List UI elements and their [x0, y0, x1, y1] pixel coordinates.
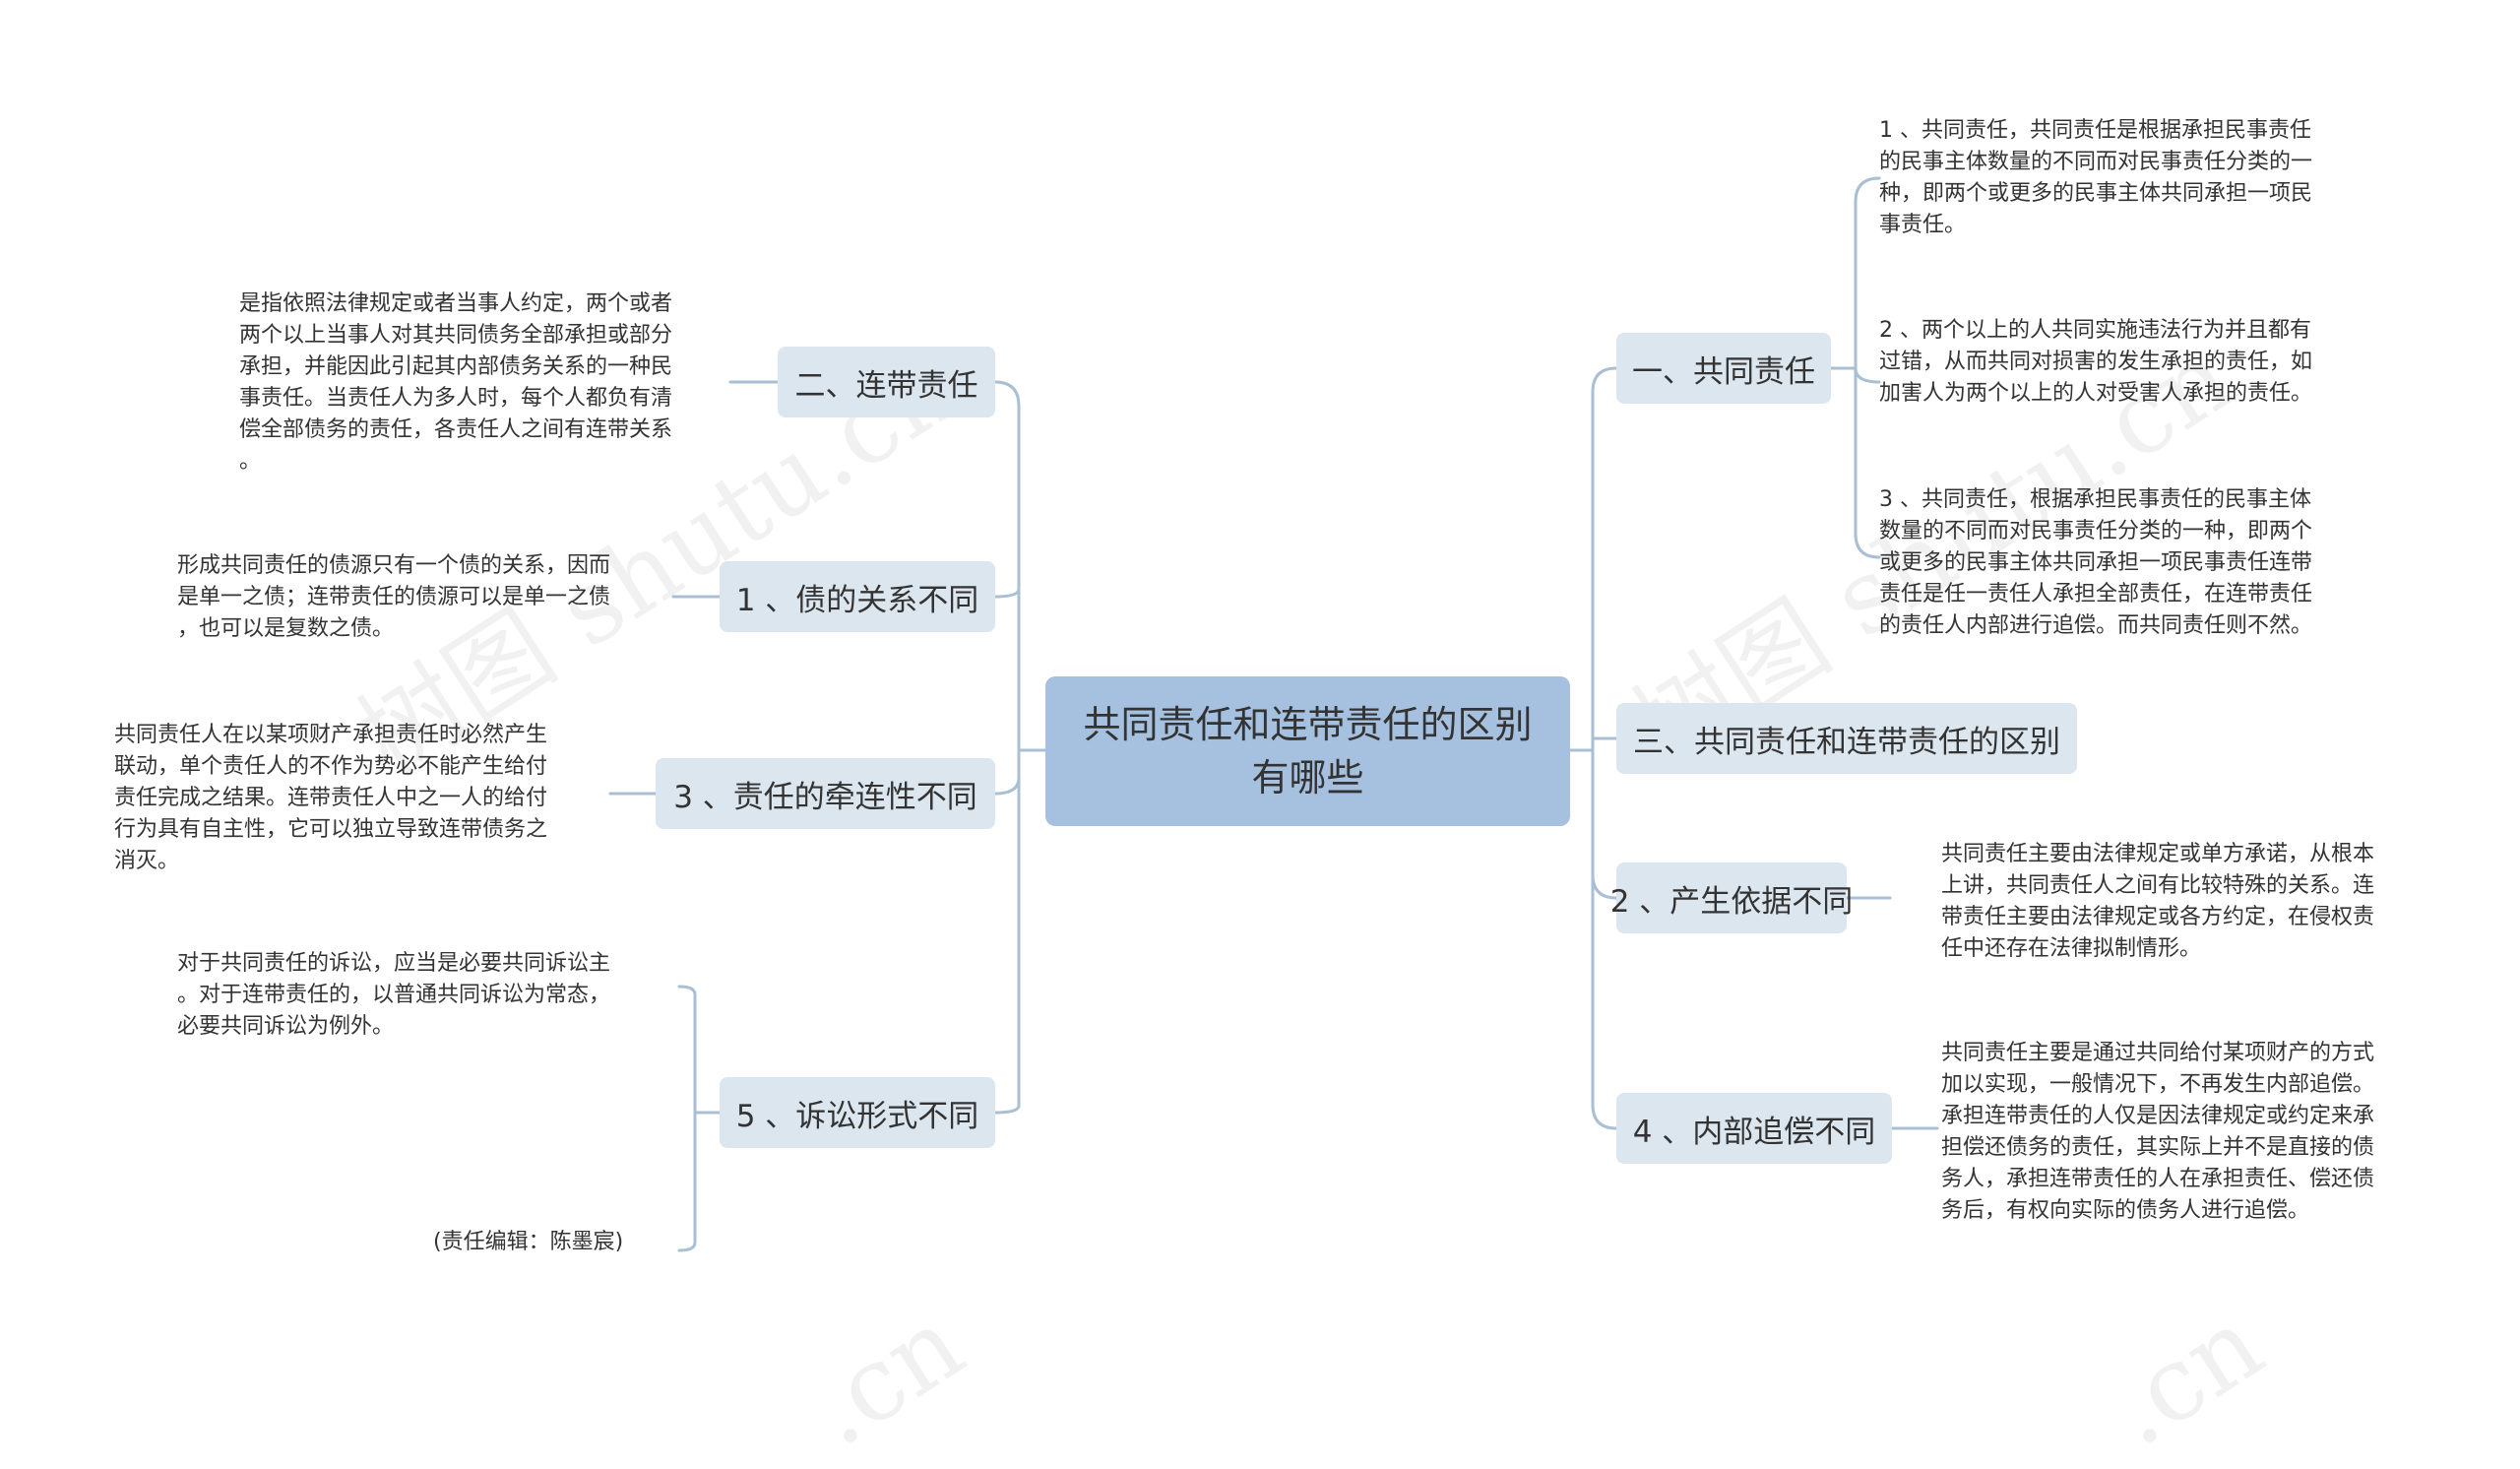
branch-differences[interactable]: 三、共同责任和连带责任的区别: [1616, 703, 2077, 774]
root-topic-label: 共同责任和连带责任的区别有哪些: [1083, 703, 1533, 799]
connector-lines: [608, 176, 1939, 1252]
leaf-internal-recourse: 共同责任主要是通过共同给付某项财产的方式 加以实现，一般情况下，不再发生内部追偿…: [1941, 1041, 2375, 1223]
branch-label: 2 、产生依据不同: [1609, 883, 1854, 920]
leaf-litigation-form: 对于共同责任的诉讼，应当是必要共同诉讼主 。对于连带责任的，以普通共同诉讼为常态…: [177, 951, 611, 1039]
leaf-editor-credit: (责任编辑：陈墨宸): [433, 1230, 624, 1254]
leaf-joint-liability-3: 3 、共同责任，根据承担民事责任的民事主体 数量的不同而对民事责任分类的一种，即…: [1879, 487, 2313, 638]
branch-joint-liability[interactable]: 一、共同责任: [1616, 333, 1831, 404]
branch-label: 二、连带责任: [794, 367, 978, 404]
branch-liability-linkage[interactable]: 3 、责任的牵连性不同: [656, 758, 995, 829]
leaf-basis: 共同责任主要由法律规定或单方承诺，从根本 上讲，共同责任人之间有比较特殊的关系。…: [1941, 842, 2375, 961]
branch-label: 1 、债的关系不同: [735, 582, 979, 618]
leaf-joint-several-definition: 是指依照法律规定或者当事人约定，两个或者 两个以上当事人对其共同债务全部承担或部…: [239, 291, 673, 474]
root-topic[interactable]: 共同责任和连带责任的区别有哪些: [1045, 676, 1570, 826]
branch-label: 一、共同责任: [1632, 353, 1815, 390]
branch-label: 3 、责任的牵连性不同: [673, 779, 977, 815]
branch-joint-several-liability[interactable]: 二、连带责任: [778, 347, 995, 417]
branch-debt-relation[interactable]: 1 、债的关系不同: [720, 561, 995, 632]
leaf-joint-liability-2: 2 、两个以上的人共同实施违法行为并且都有 过错，从而共同对损害的发生承担的责任…: [1879, 318, 2313, 406]
leaf-joint-liability-1: 1 、共同责任，共同责任是根据承担民事责任 的民事主体数量的不同而对民事责任分类…: [1879, 118, 2313, 237]
leaf-debt-relation: 形成共同责任的债源只有一个债的关系，因而 是单一之债；连带责任的债源可以是单一之…: [177, 553, 611, 641]
branch-litigation-form[interactable]: 5 、诉讼形式不同: [720, 1077, 995, 1148]
branch-label: 5 、诉讼形式不同: [735, 1098, 979, 1134]
branch-internal-recourse[interactable]: 4 、内部追偿不同: [1616, 1093, 1892, 1164]
branch-basis[interactable]: 2 、产生依据不同: [1610, 862, 1853, 933]
branch-label: 三、共同责任和连带责任的区别: [1633, 724, 2060, 760]
branch-label: 4 、内部追偿不同: [1632, 1114, 1876, 1150]
leaf-liability-linkage: 共同责任人在以某项财产承担责任时必然产生 联动，单个责任人的不作为势必不能产生给…: [114, 723, 548, 873]
